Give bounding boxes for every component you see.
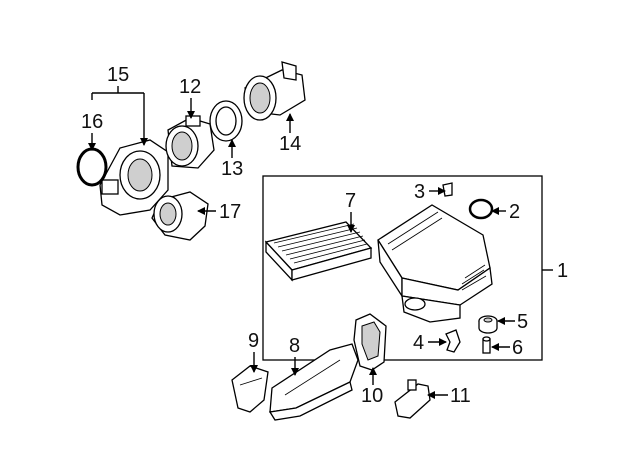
callout-7: 7 — [345, 190, 356, 212]
grommet[interactable] — [478, 315, 498, 334]
callout-12: 12 — [179, 76, 201, 98]
leader-lines — [88, 86, 515, 399]
airflow-sensor[interactable] — [165, 115, 215, 169]
callout-2: 2 — [509, 201, 520, 223]
callout-1: 1 — [557, 260, 568, 282]
callout-labels: 1 2 3 4 5 6 7 8 9 10 11 12 13 14 15 16 1… — [81, 64, 568, 407]
bracket[interactable] — [445, 329, 461, 353]
connector-ring[interactable] — [209, 100, 243, 142]
callout-3: 3 — [414, 181, 425, 203]
assembly-box — [262, 175, 543, 361]
intake-duct[interactable] — [243, 61, 306, 121]
heat-shield[interactable] — [231, 365, 269, 413]
callout-11: 11 — [450, 385, 471, 407]
callout-13: 13 — [221, 158, 243, 180]
callout-14: 14 — [279, 133, 301, 155]
air-cleaner-housing[interactable] — [377, 204, 493, 323]
callout-4: 4 — [413, 332, 424, 354]
callout-9: 9 — [248, 330, 259, 352]
inlet-scoop[interactable] — [353, 313, 387, 371]
air-inlet-duct[interactable] — [268, 343, 359, 421]
callout-6: 6 — [512, 337, 523, 359]
clip[interactable] — [442, 182, 453, 197]
support[interactable] — [394, 379, 431, 419]
filter-element[interactable] — [264, 221, 373, 282]
gasket[interactable] — [76, 147, 108, 187]
callout-5: 5 — [517, 311, 528, 333]
spacer[interactable] — [482, 336, 491, 354]
callout-10: 10 — [361, 385, 383, 407]
callout-15: 15 — [107, 64, 129, 86]
resonator-elbow[interactable] — [151, 191, 209, 241]
callout-16: 16 — [81, 111, 103, 133]
throttle-body[interactable] — [99, 139, 169, 216]
seal-ring[interactable] — [468, 198, 494, 220]
callout-8: 8 — [289, 335, 300, 357]
callout-17: 17 — [219, 201, 241, 223]
